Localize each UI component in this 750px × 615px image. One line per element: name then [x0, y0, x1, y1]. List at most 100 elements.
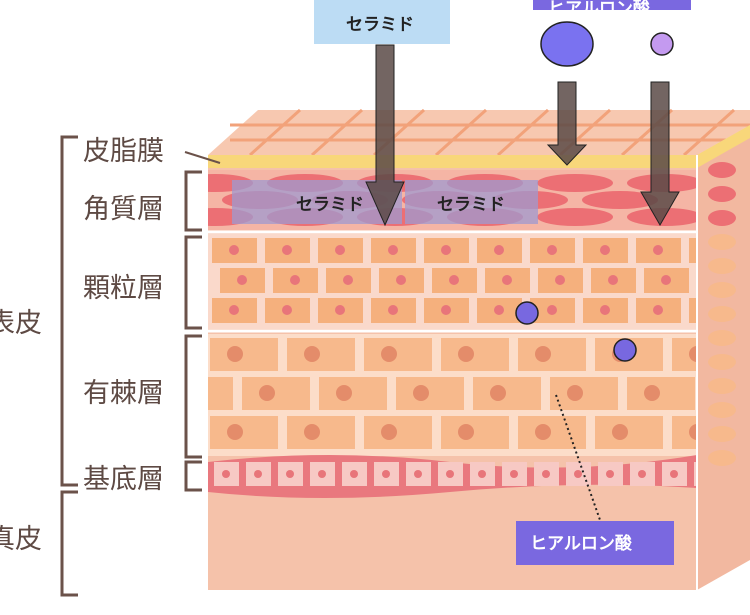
label-spinous: 有棘層	[83, 378, 164, 409]
cell-nucleus	[644, 385, 660, 401]
spinous-bracket	[184, 334, 202, 459]
ceramide-arrow	[365, 44, 405, 227]
label-sebum: 皮脂膜	[83, 136, 164, 167]
label-granular: 顆粒層	[83, 273, 164, 304]
spinous-cell	[550, 377, 618, 410]
cell-nucleus	[350, 470, 358, 478]
dermis-bracket	[60, 490, 78, 597]
corneum-cell	[537, 174, 613, 192]
spinous-cell	[210, 416, 278, 449]
cell-nucleus	[414, 470, 422, 478]
hyaluronic-box-top	[533, 0, 691, 10]
cell-nucleus	[227, 424, 243, 440]
spinous-cell	[473, 377, 541, 410]
basal-bracket	[184, 460, 202, 492]
corneum-cell	[582, 191, 658, 209]
spinous-cell	[518, 416, 586, 449]
cell-nucleus	[612, 424, 628, 440]
cell-nucleus	[290, 275, 300, 285]
cell-nucleus	[606, 470, 614, 478]
ceramide-label-right: セラミド	[437, 195, 505, 215]
cell-nucleus	[222, 470, 230, 478]
cell-nucleus	[478, 470, 486, 478]
spinous-cell	[518, 338, 586, 371]
cell-nucleus	[653, 305, 663, 315]
spinous-cell	[364, 338, 432, 371]
cell-nucleus	[670, 470, 678, 478]
cell-nucleus	[396, 275, 406, 285]
basal-cell	[694, 462, 697, 486]
corneum-bracket	[184, 170, 202, 232]
spinous-cell	[441, 338, 509, 371]
large-molecule-arrow	[546, 81, 588, 166]
hyaluronic-box-bottom	[516, 521, 674, 565]
cell-nucleus	[388, 245, 398, 255]
cell-nucleus	[413, 385, 429, 401]
spinous-cell	[627, 377, 695, 410]
cell-nucleus	[229, 305, 239, 315]
grid-line	[496, 108, 550, 157]
cell-nucleus	[574, 470, 582, 478]
cell-nucleus	[254, 470, 262, 478]
sebum-pointer	[184, 151, 221, 164]
cell-nucleus	[535, 424, 551, 440]
cell-nucleus	[335, 245, 345, 255]
hyaluronic-label-top: ヒアルロン酸	[548, 0, 651, 19]
cell-nucleus	[608, 275, 618, 285]
side-cell	[708, 186, 736, 202]
cell-nucleus	[653, 245, 663, 255]
cell-nucleus	[567, 385, 583, 401]
cell-nucleus	[535, 346, 551, 362]
pointer-line	[555, 394, 601, 521]
side-cell	[708, 234, 736, 250]
spinous-cell	[319, 377, 387, 410]
label-corneum: 角質層	[83, 194, 164, 225]
spinous-cell	[364, 416, 432, 449]
grid-line	[434, 108, 488, 157]
ceramide-label-top: セラミド	[346, 15, 414, 35]
ceramide-box	[314, 0, 450, 44]
cell-nucleus	[259, 385, 275, 401]
right-face-cells	[708, 162, 736, 466]
side-cell	[708, 426, 736, 442]
cell-nucleus	[494, 305, 504, 315]
spinous-cell	[287, 338, 355, 371]
side-cell	[708, 210, 736, 226]
hyaluronic-label-bottom: ヒアルロン酸	[530, 533, 633, 554]
cell-nucleus	[446, 470, 454, 478]
cell-nucleus	[388, 305, 398, 315]
cell-nucleus	[441, 305, 451, 315]
cell-nucleus	[600, 305, 610, 315]
cell-nucleus	[600, 245, 610, 255]
granular-cell	[689, 238, 697, 263]
spinous-cell	[441, 416, 509, 449]
cell-nucleus	[449, 275, 459, 285]
spinous-cells	[208, 338, 697, 449]
hyaluronic-particle	[515, 301, 539, 325]
side-cell	[708, 330, 736, 346]
spinous-cell	[210, 338, 278, 371]
small-molecule	[650, 32, 674, 56]
label-basal: 基底層	[83, 464, 164, 495]
cell-nucleus	[227, 346, 243, 362]
sebum-side	[697, 125, 750, 168]
cell-nucleus	[689, 346, 697, 362]
label-dermis: 真皮	[0, 524, 42, 555]
cell-nucleus	[547, 245, 557, 255]
grid-line	[682, 108, 736, 157]
granular-bracket	[184, 235, 202, 330]
cell-nucleus	[510, 470, 518, 478]
grid-line	[248, 108, 302, 157]
cell-nucleus	[490, 385, 506, 401]
cell-nucleus	[458, 424, 474, 440]
spinous-cell	[208, 377, 233, 410]
sebum-layer	[208, 155, 697, 168]
cell-nucleus	[494, 245, 504, 255]
skin-top-face	[208, 110, 750, 155]
spinous-cell	[396, 377, 464, 410]
epidermis-bracket	[60, 135, 78, 487]
spinous-cell	[242, 377, 310, 410]
cell-nucleus	[282, 245, 292, 255]
cell-nucleus	[286, 470, 294, 478]
